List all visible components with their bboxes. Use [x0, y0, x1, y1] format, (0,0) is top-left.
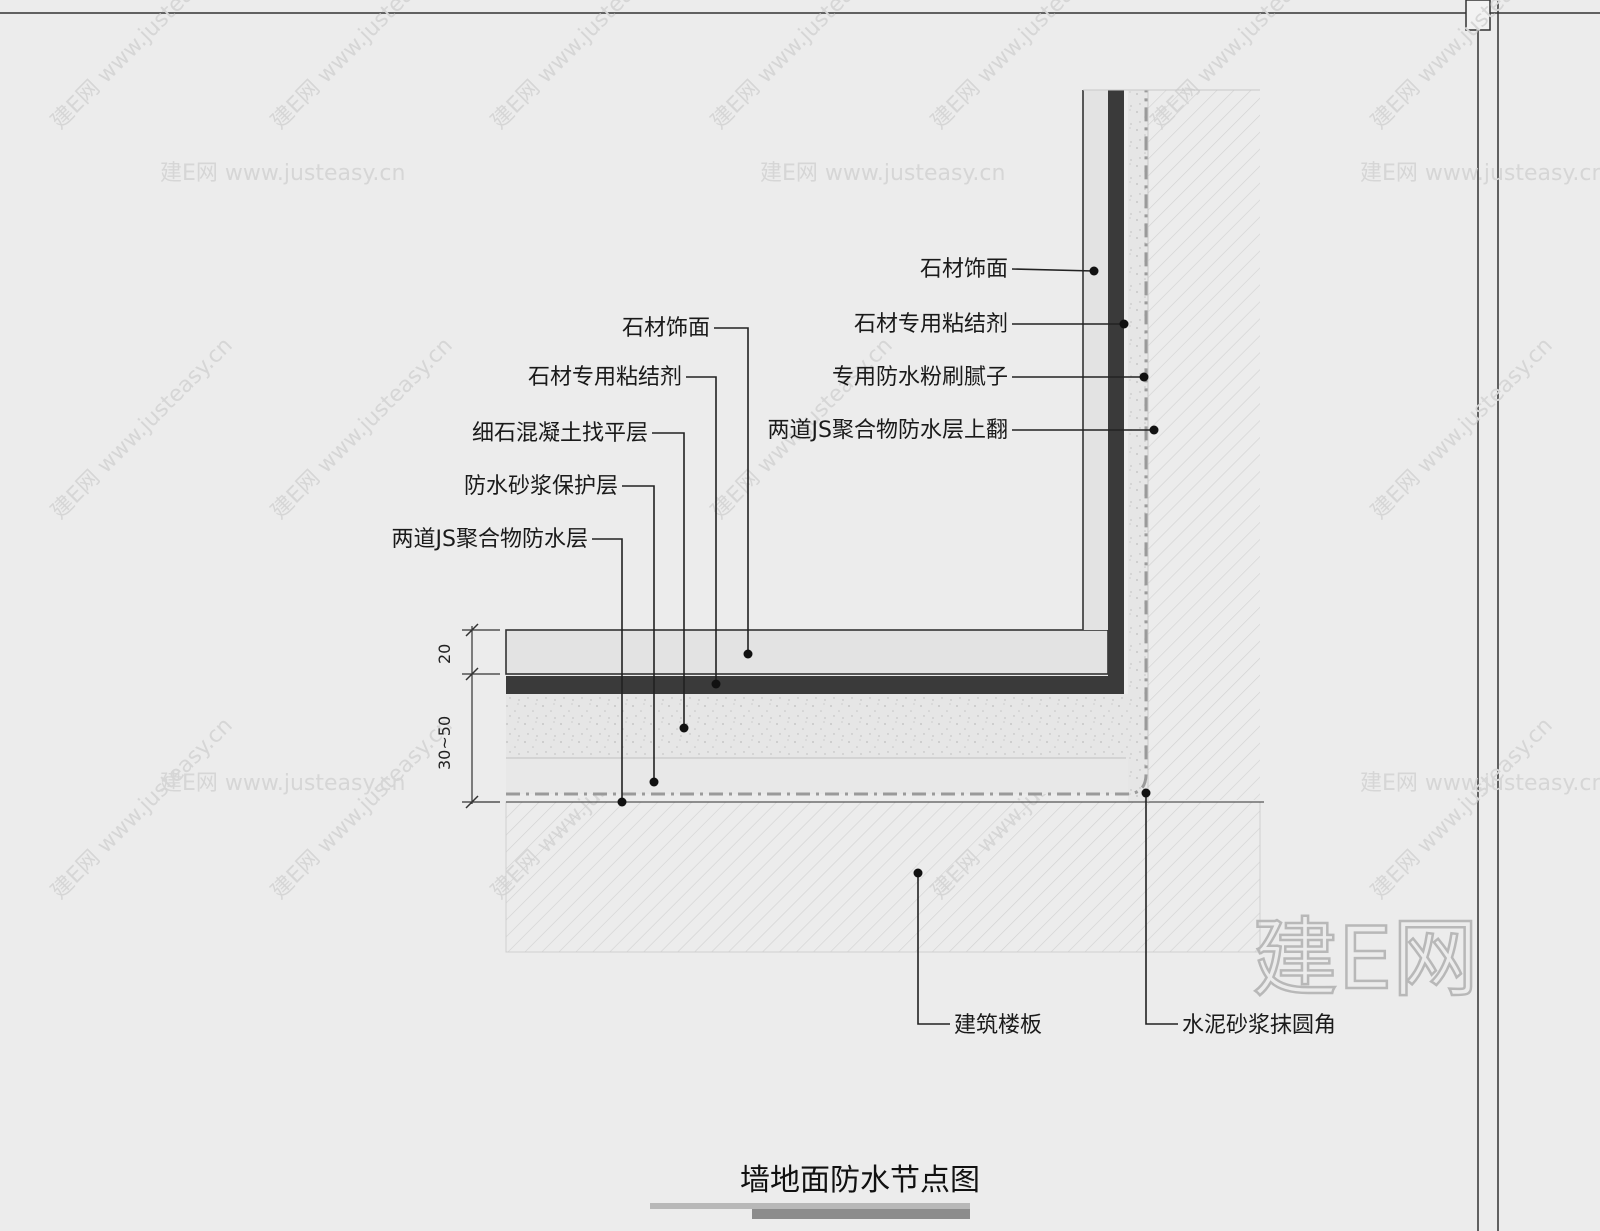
floor-label-concrete-leveling: 细石混凝土找平层 [472, 421, 648, 446]
watermark-text: 建E网 www.justeasy.cn [707, 0, 898, 134]
floor-leaders [592, 327, 753, 807]
floor-label-stone-finish: 石材饰面 [622, 316, 710, 341]
watermark-text: 建E网 www.justeasy.cn [487, 0, 678, 134]
wall-leaders [1011, 266, 1159, 435]
dimension-top: 20 [435, 644, 454, 664]
watermark-text: 建E网 www.justeasy.cn [1367, 713, 1558, 904]
label-building-slab: 建筑楼板 [954, 1013, 1042, 1038]
watermark-text: 建E网 www.justeasy.cn [267, 713, 458, 904]
watermark-text: 建E网 www.justeasy.cn [160, 161, 405, 186]
building-slab [506, 802, 1260, 952]
watermark-text: 建E网 www.justeasy.cn [1360, 771, 1600, 796]
watermark-text: 建E网 www.justeasy.cn [1360, 161, 1600, 186]
drawing-title: 墙地面防水节点图 [740, 1163, 980, 1198]
wall-label-stone-adhesive: 石材专用粘结剂 [854, 312, 1008, 337]
wall-label-putty: 专用防水粉刷腻子 [832, 365, 1008, 390]
dimension-line: 20 30~50 [435, 623, 500, 809]
concrete-leveling-layer [506, 694, 1128, 758]
stone-finish-floor [505, 629, 1109, 675]
watermark-text: 建E网 www.justeasy.cn [1367, 0, 1558, 134]
wall-label-stone-finish: 石材饰面 [920, 257, 1008, 282]
wall-putty-layer [1128, 90, 1148, 802]
wall-label-membrane-upturn: 两道JS聚合物防水层上翻 [768, 418, 1008, 443]
label-mortar-fillet: 水泥砂浆抹圆角 [1182, 1013, 1336, 1038]
brand-logo: 建E网 [1252, 909, 1478, 1009]
stone-finish-wall [1083, 90, 1108, 630]
watermark-text: 建E网 www.justeasy.cn [1367, 333, 1558, 524]
floor-label-mortar-protection: 防水砂浆保护层 [464, 474, 618, 499]
structural-wall [1148, 90, 1260, 800]
bottom-leaders [913, 788, 1178, 1025]
mortar-protection-layer [506, 758, 1128, 794]
title-underline-thin [650, 1203, 970, 1209]
title-underline-thick [752, 1209, 970, 1219]
watermark-text: 建E网 www.justeasy.cn [47, 333, 238, 524]
watermark-text: 建E网 www.justeasy.cn [47, 713, 238, 904]
watermark-text: 建E网 www.justeasy.cn [267, 0, 458, 134]
floor-label-membrane: 两道JS聚合物防水层 [392, 527, 588, 552]
watermark-text: 建E网 www.justeasy.cn [760, 161, 1005, 186]
watermark-text: 建E网 www.justeasy.cn [267, 333, 458, 524]
waterproof-membrane [506, 90, 1148, 796]
watermark-text: 建E网 www.justeasy.cn [47, 0, 238, 134]
floor-label-stone-adhesive: 石材专用粘结剂 [528, 365, 682, 390]
dimension-bottom: 30~50 [435, 716, 454, 770]
watermark-text: 建E网 www.justeasy.cn [160, 771, 405, 796]
